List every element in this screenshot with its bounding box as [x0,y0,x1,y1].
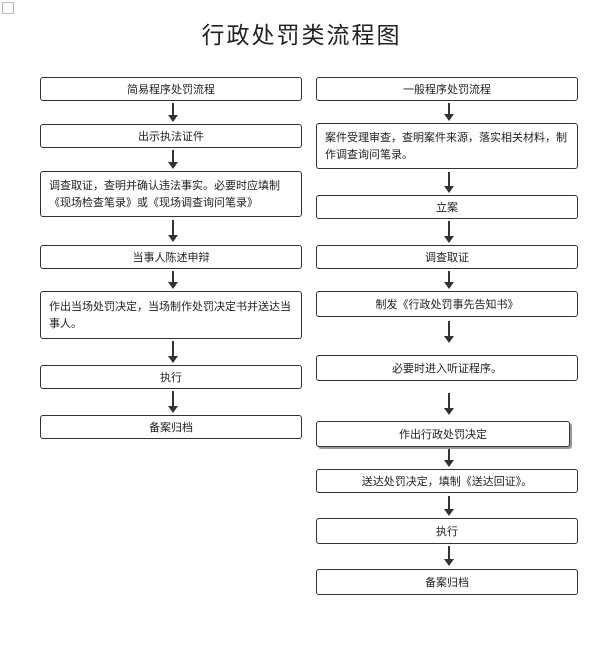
arrow-down-icon [168,150,178,169]
general-step-execute: 执行 [316,518,578,544]
arrow-down-icon [168,103,178,122]
arrow-down-icon [444,271,454,289]
simple-step-party-statement: 当事人陈述申辩 [40,245,302,269]
simple-step-show-credentials: 出示执法证件 [40,124,302,148]
general-step-hearing: 必要时进入听证程序。 [316,355,578,381]
general-step-deliver-decision: 送达处罚决定，填制《送达回证》。 [316,469,578,493]
simple-step-execute: 执行 [40,365,302,389]
arrow-down-icon [444,221,454,243]
general-step-penalty-decision: 作出行政处罚决定 [316,421,570,447]
arrow-down-icon [444,496,454,516]
arrow-down-icon [168,271,178,289]
arrow-down-icon [444,546,454,566]
arrow-down-icon [444,103,454,121]
simple-procedure-header: 简易程序处罚流程 [40,77,302,101]
general-step-prior-notice: 制发《行政处罚事先告知书》 [316,291,578,317]
general-procedure-header: 一般程序处罚流程 [316,77,578,101]
arrow-down-icon [444,393,454,415]
general-step-file-case: 立案 [316,195,578,219]
arrow-down-icon [444,172,454,193]
general-step-case-review: 案件受理审查，查明案件来源，落实相关材料，制作调查询问笔录。 [316,123,578,169]
arrow-down-icon [168,391,178,413]
simple-step-investigate: 调查取证，查明并确认违法事实。必要时应填制《现场检查笔录》或《现场调查询问笔录》 [40,171,302,217]
arrow-down-icon [168,220,178,242]
arrow-down-icon [168,341,178,363]
simple-step-archive: 备案归档 [40,415,302,439]
page-title: 行政处罚类流程图 [201,23,402,49]
arrow-down-icon [444,321,454,343]
corner-mark [2,2,14,14]
general-step-investigate: 调查取证 [316,245,578,269]
arrow-down-icon [444,449,454,467]
simple-step-on-site-decision: 作出当场处罚决定，当场制作处罚决定书并送达当事人。 [40,291,302,339]
general-step-archive: 备案归档 [316,569,578,595]
